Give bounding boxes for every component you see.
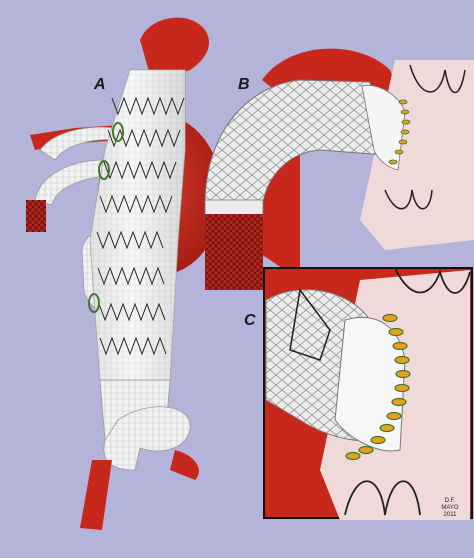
distal-red-stent [205, 214, 263, 290]
panel-a-stent-graft [26, 17, 222, 530]
arch-stent-graft [204, 79, 386, 211]
iliac-vessel [170, 450, 199, 480]
artist-signature: D.F. MAYO 2011 [434, 498, 466, 519]
panel-label-c: C [244, 312, 256, 329]
sewing-cuff [334, 316, 406, 452]
panel-b-stent-graft [204, 48, 474, 290]
cuff-sutures [388, 99, 411, 165]
cuff-sutures [345, 313, 411, 461]
distal-aorta [80, 460, 112, 530]
sewing-cuff [361, 84, 406, 171]
stent-rings [96, 96, 185, 356]
signature-line: MAYO [441, 505, 459, 511]
signature-line: 2011 [443, 512, 457, 518]
signature-line: D.F. [444, 498, 456, 504]
panel-c-inset [263, 267, 473, 520]
branch-red-stent [26, 200, 46, 232]
panel-label-a: A [94, 76, 106, 93]
aortic-arch [140, 17, 210, 75]
panel-label-b: B [238, 76, 250, 93]
